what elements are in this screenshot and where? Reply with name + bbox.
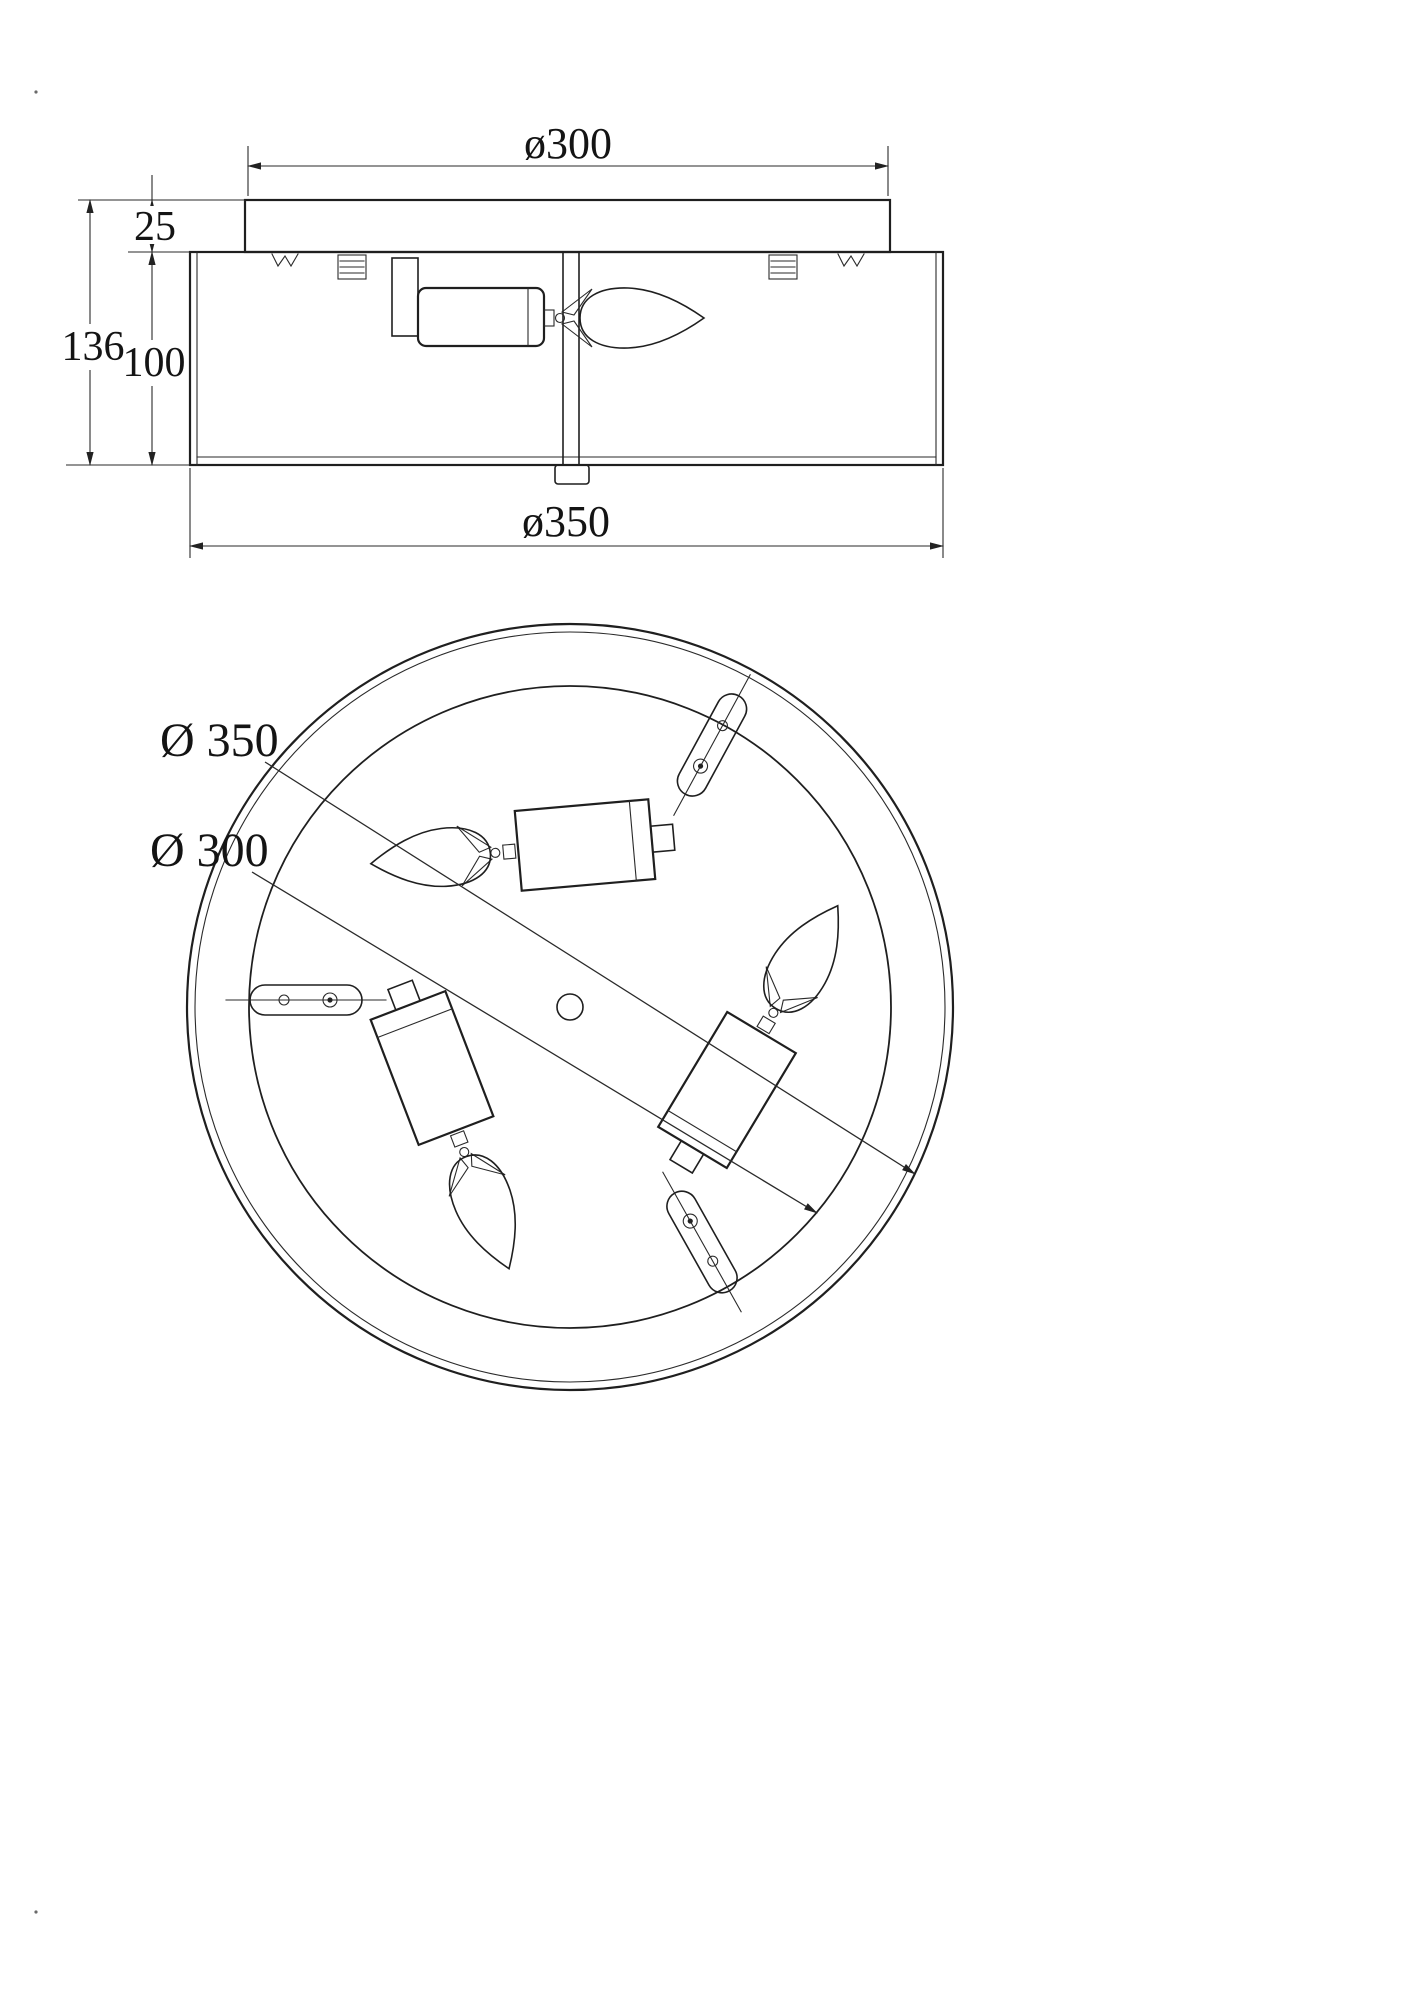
drum-shade xyxy=(188,250,945,467)
mount-screw xyxy=(768,254,798,280)
bulb-clip-side xyxy=(543,309,555,327)
bulb-assembly-right xyxy=(645,884,874,1188)
dim-total-height: 136 xyxy=(62,199,190,466)
side-view: ø300 25 136 100 ø350 xyxy=(62,119,945,558)
plan-view: Ø 350 Ø 300 xyxy=(150,622,955,1392)
canopy-plate xyxy=(243,198,892,254)
dim-total-height-label: 136 xyxy=(62,324,125,370)
speck xyxy=(34,1910,38,1914)
speck xyxy=(34,90,38,94)
socket-bracket xyxy=(391,257,419,337)
bulb-assembly-bottom-left xyxy=(361,969,548,1285)
bulb-assembly-top xyxy=(366,796,679,905)
socket-side xyxy=(416,286,546,348)
plan-inner-diameter-label: Ø 300 xyxy=(150,824,269,877)
outer-rim-circle xyxy=(185,622,955,1392)
finial xyxy=(554,464,590,485)
outer-rim-inner-edge xyxy=(194,631,946,1383)
mount-screw xyxy=(337,254,367,280)
dim-top-diameter: ø300 xyxy=(247,119,889,196)
spring-clip xyxy=(837,253,865,268)
inner-circle xyxy=(248,685,892,1329)
dim-shade-height: 100 xyxy=(123,251,186,466)
dim-bottom-diameter-label: ø350 xyxy=(522,497,610,546)
clip-wing xyxy=(560,288,593,316)
dim-shade-height-label: 100 xyxy=(123,340,186,386)
center-hole xyxy=(556,993,584,1021)
dim-top-diameter-label: ø300 xyxy=(524,119,612,168)
dim-bottom-diameter: ø350 xyxy=(189,468,944,558)
leader-outer-diameter: Ø 350 xyxy=(160,714,916,1175)
leader-inner-diameter: Ø 300 xyxy=(150,824,818,1214)
clip-wing xyxy=(560,320,593,348)
dim-canopy-height: 25 xyxy=(78,175,245,253)
plan-outer-diameter-label: Ø 350 xyxy=(160,714,279,767)
candle-bulb-side xyxy=(579,287,706,349)
dim-canopy-height-label: 25 xyxy=(134,204,176,250)
mount-slot-top-right xyxy=(659,666,765,824)
mount-slot-bottom xyxy=(648,1164,756,1320)
spring-clip xyxy=(271,253,299,268)
